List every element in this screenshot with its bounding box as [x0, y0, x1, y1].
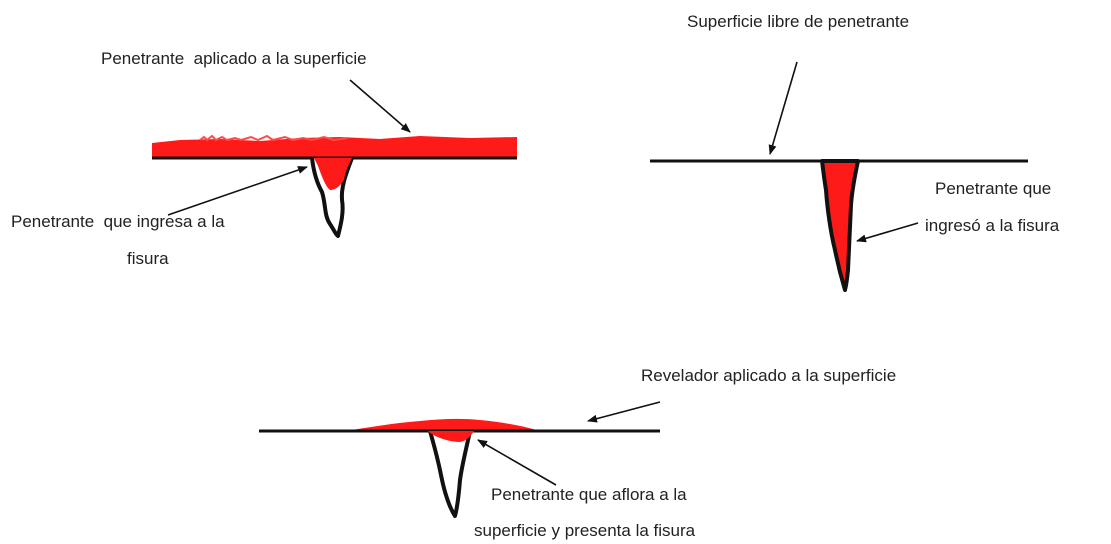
label-penetrant-entered-line1: Penetrante que [935, 179, 1052, 198]
crack-penetrant [428, 431, 474, 442]
label-penetrant-enters-line2: fisura [127, 249, 169, 268]
penetrant-layer-fringe [199, 134, 349, 142]
arrow-developer [587, 401, 661, 423]
label-penetrant-emerges-line1: Penetrante que aflora a la [491, 485, 687, 504]
panel-developer [259, 401, 661, 518]
label-developer-applied: Revelador aplicado a la superficie [641, 366, 897, 385]
arrow-clean [768, 61, 798, 155]
arrow-applied [349, 79, 411, 133]
arrow-enters [167, 166, 308, 216]
penetrant-layer [152, 136, 517, 158]
label-penetrant-applied: Penetrante aplicado a la superficie [101, 49, 367, 68]
panel-surface-clean [650, 61, 1028, 292]
crack-outline [428, 430, 472, 518]
label-penetrant-entered-line2: ingresó a la fisura [925, 216, 1060, 235]
crack-penetrant [314, 158, 352, 190]
developer-layer [345, 418, 540, 431]
panel-applied-penetrant [152, 79, 517, 238]
label-penetrant-emerges-line2: superficie y presenta la fisura [474, 521, 696, 540]
arrow-entered [856, 222, 919, 243]
label-penetrant-enters-line1: Penetrante que ingresa a la [11, 212, 225, 231]
label-surface-clean: Superficie libre de penetrante [687, 12, 910, 31]
arrow-emerges [477, 439, 557, 486]
crack-penetrant [820, 159, 860, 292]
